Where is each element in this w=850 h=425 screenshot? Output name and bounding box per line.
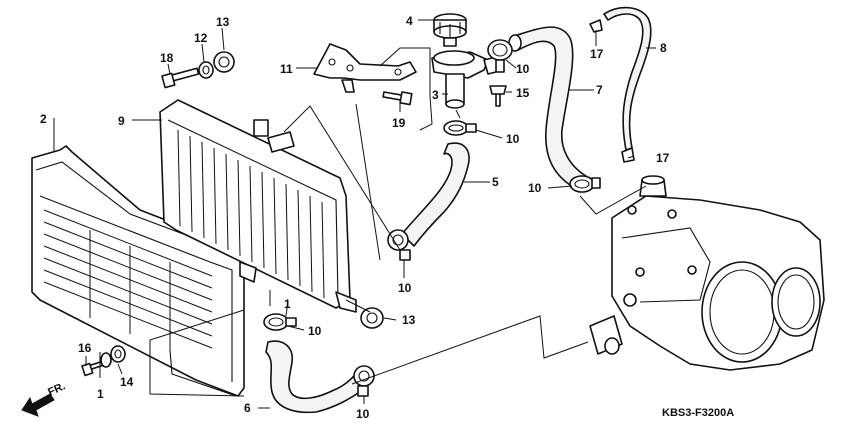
callout-17-lower: 17 xyxy=(656,151,670,165)
bolt-19 xyxy=(382,91,413,106)
hose-clamp-e xyxy=(263,313,297,331)
callout-4: 4 xyxy=(406,14,413,28)
hose-clamp-c xyxy=(569,175,601,193)
callout-19: 19 xyxy=(392,116,406,130)
callout-11: 11 xyxy=(280,62,293,76)
callout-labels: 2 9 13 12 18 11 4 3 19 15 10 10 7 8 17 1… xyxy=(40,14,734,421)
callout-9: 9 xyxy=(118,114,125,128)
leader-lines xyxy=(53,19,656,409)
callout-10-e: 10 xyxy=(308,324,322,338)
radiator-bracket xyxy=(313,43,417,93)
callout-13-top: 13 xyxy=(216,15,230,29)
grommet-14 xyxy=(110,345,126,363)
collar-12 xyxy=(198,61,214,79)
collar-1 xyxy=(100,352,112,368)
radiator-core xyxy=(159,99,357,313)
shroud-louvers xyxy=(43,209,213,350)
callout-6: 6 xyxy=(244,401,251,415)
callout-10-c: 10 xyxy=(528,181,542,195)
callout-10-f: 10 xyxy=(356,407,370,421)
callout-3: 3 xyxy=(432,88,439,102)
radiator-shroud xyxy=(31,145,245,397)
front-direction-label: FR. xyxy=(46,380,67,398)
hose-5 xyxy=(401,142,470,247)
callout-10-b: 10 xyxy=(506,132,520,146)
grommet-13-bottom xyxy=(360,307,384,329)
callout-16: 16 xyxy=(78,341,92,355)
callout-8: 8 xyxy=(660,41,667,55)
callout-15: 15 xyxy=(516,86,530,100)
bolt-18 xyxy=(161,67,200,89)
callout-13-bottom: 13 xyxy=(402,313,416,327)
hose-clamp-d xyxy=(387,229,411,261)
hose-6 xyxy=(265,340,363,414)
callout-7: 7 xyxy=(596,83,603,97)
callout-18: 18 xyxy=(160,51,174,65)
bolt-15 xyxy=(489,85,507,107)
callout-1-b: 1 xyxy=(97,387,104,401)
radiator-fins xyxy=(177,129,325,299)
callout-5: 5 xyxy=(492,175,499,189)
callout-10-a: 10 xyxy=(516,62,530,76)
hose-7 xyxy=(508,26,587,191)
clip-17-lower xyxy=(621,147,635,163)
grommet-13-top xyxy=(213,51,235,73)
clip-17-top xyxy=(589,19,603,33)
radiator-cap xyxy=(433,13,467,47)
callout-10-d: 10 xyxy=(398,281,412,295)
filler-neck xyxy=(431,50,505,109)
front-direction-arrow: FR. xyxy=(21,380,67,417)
callout-12: 12 xyxy=(194,31,208,45)
callout-2: 2 xyxy=(40,112,47,126)
hose-clamp-b xyxy=(443,120,477,136)
callout-1-a: 1 xyxy=(284,297,291,311)
callout-17-top: 17 xyxy=(590,47,604,61)
diagram-code: KBS3-F3200A xyxy=(662,407,734,419)
hose-8 xyxy=(603,6,652,151)
water-pump-housing xyxy=(589,175,825,371)
callout-14: 14 xyxy=(120,375,134,389)
hose-clamp-a xyxy=(487,39,513,73)
